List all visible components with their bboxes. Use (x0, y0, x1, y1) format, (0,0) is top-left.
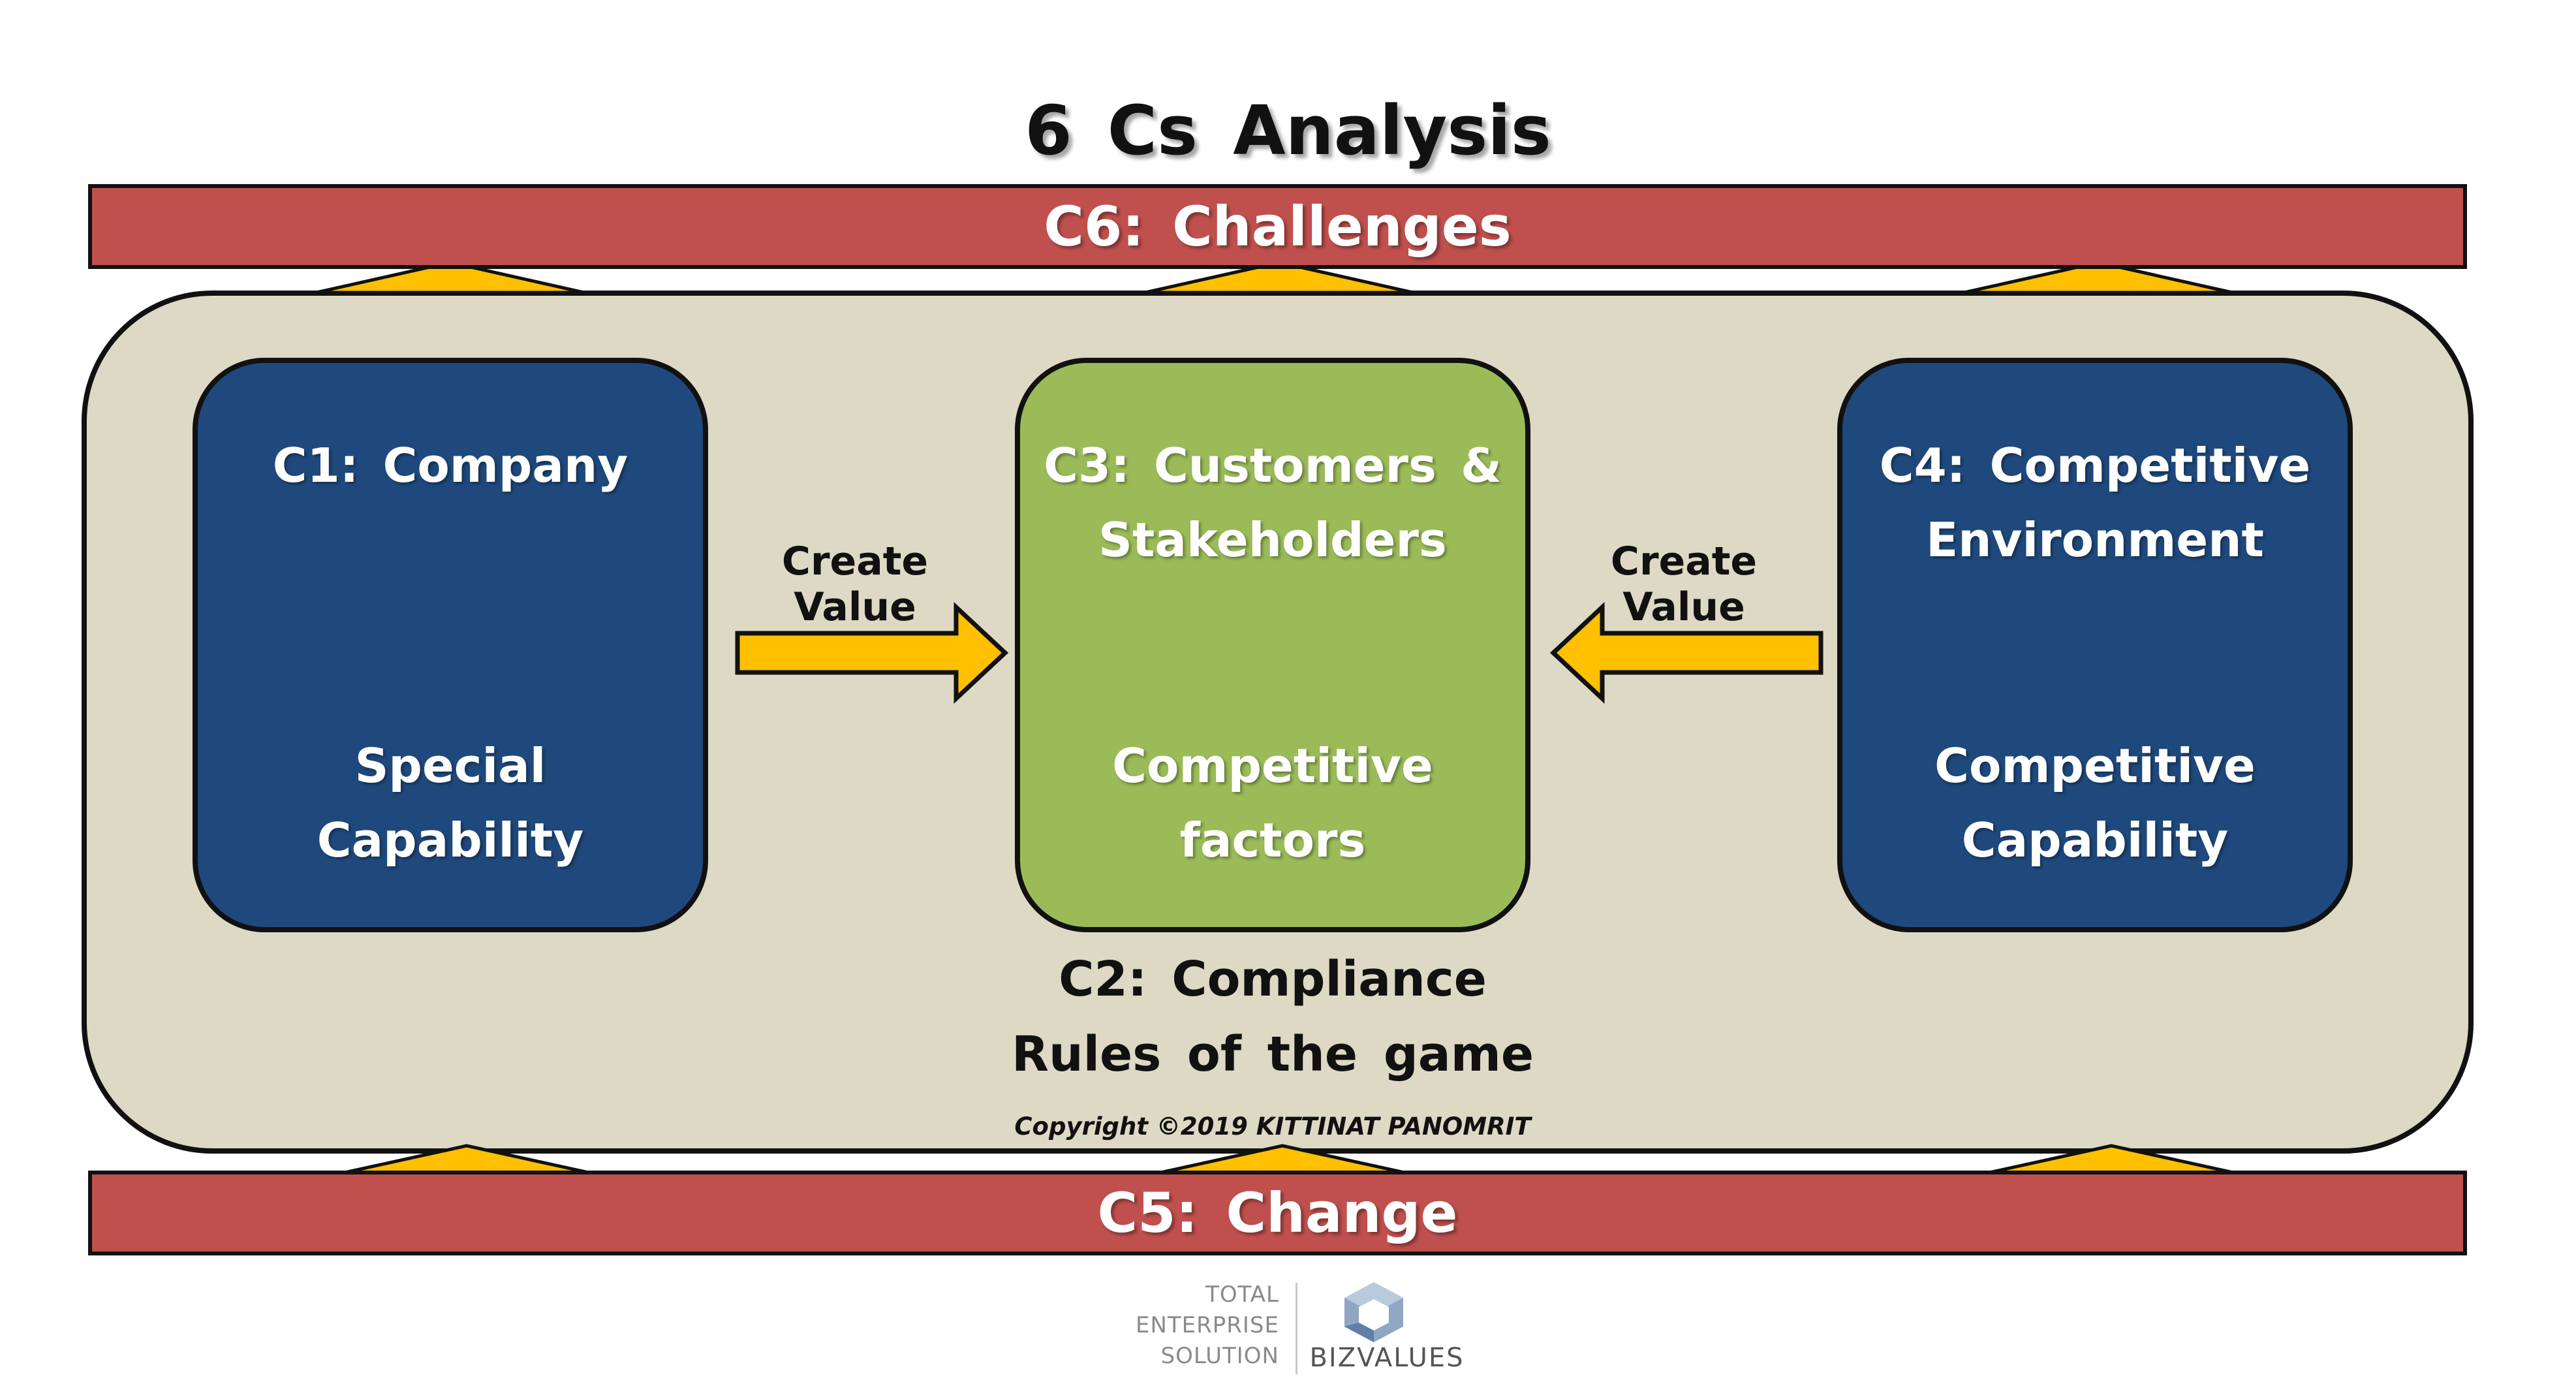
diagram-title: 6 Cs Analysis (1025, 91, 1551, 170)
challenges-band: C6: Challenges (88, 184, 2467, 269)
change-label: C5: Change (1097, 1181, 1458, 1245)
logo-brand: BIZVALUES (1309, 1343, 1465, 1373)
compliance-subtitle: Rules of the game (1011, 1026, 1534, 1082)
customers-box: C3: Customers & Stakeholders Competitive… (1015, 358, 1530, 932)
top-triangle-left (315, 260, 586, 294)
competitive-title-line2: Environment (1926, 512, 2264, 567)
company-title: C1: Company (272, 438, 628, 493)
company-subtitle-line1: Special (354, 738, 546, 793)
logo-tagline-line1: TOTAL (1205, 1282, 1279, 1308)
competitive-box: C4: Competitive Environment Competitive … (1837, 358, 2353, 932)
customers-title-line1: C3: Customers & (1044, 438, 1502, 493)
customers-subtitle-line1: Competitive (1112, 738, 1433, 793)
company-box: C1: Company Special Capability (193, 358, 708, 932)
top-triangle-center (1143, 260, 1415, 294)
logo-tagline: TOTAL ENTERPRISE SOLUTION (1083, 1280, 1279, 1372)
logo-tagline-line3: SOLUTION (1160, 1343, 1279, 1369)
change-band: C5: Change (88, 1171, 2467, 1255)
competitive-subtitle-line2: Capability (1961, 813, 2229, 868)
company-subtitle-line2: Capability (317, 813, 584, 868)
challenges-label: C6: Challenges (1044, 195, 1512, 259)
bizvalues-logo-icon (1344, 1282, 1403, 1342)
competitive-subtitle-line1: Competitive (1934, 738, 2256, 793)
logo-tagline-line2: ENTERPRISE (1135, 1312, 1279, 1338)
logo-divider (1296, 1283, 1297, 1374)
customers-title-line2: Stakeholders (1098, 512, 1447, 567)
copyright-text: Copyright ©2019 KITTINAT PANOMRIT (1014, 1112, 1531, 1141)
arrow-left-icon (1549, 601, 1823, 704)
competitive-title-line1: C4: Competitive (1879, 438, 2311, 493)
customers-subtitle-line2: factors (1179, 813, 1366, 868)
arrow-right-icon (735, 601, 1009, 704)
compliance-title: C2: Compliance (1059, 951, 1487, 1007)
top-triangle-right (1963, 260, 2234, 294)
